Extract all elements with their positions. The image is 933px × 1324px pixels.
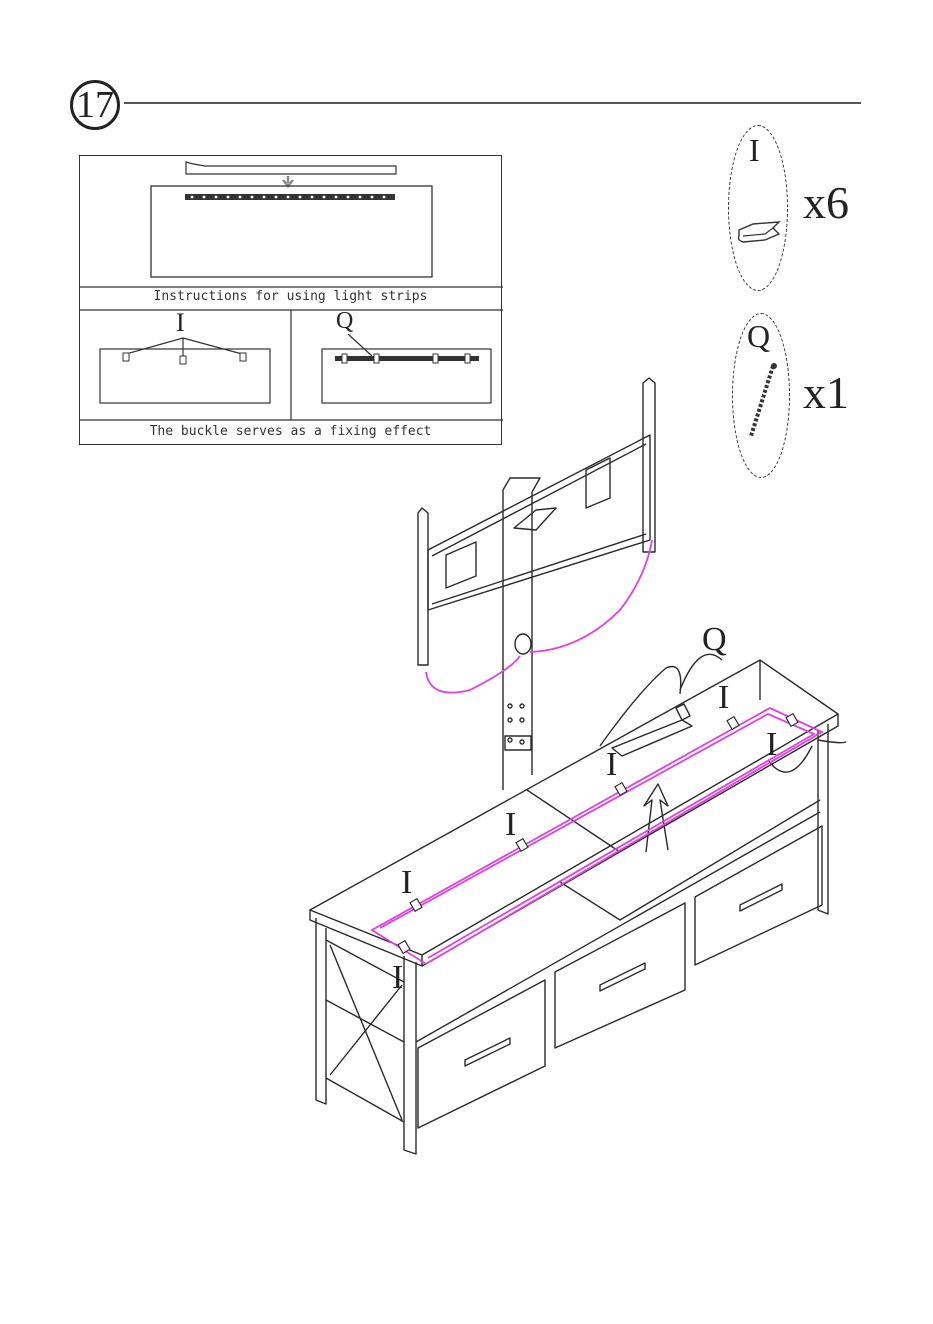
callout-i-6: I: [392, 959, 403, 996]
callout-i-1: I: [718, 679, 729, 716]
callout-i-3: I: [606, 746, 617, 783]
callout-q: Q: [702, 621, 727, 658]
callout-i-4: I: [505, 806, 516, 843]
callout-i-2: I: [766, 726, 777, 763]
callout-i-5: I: [401, 864, 412, 901]
